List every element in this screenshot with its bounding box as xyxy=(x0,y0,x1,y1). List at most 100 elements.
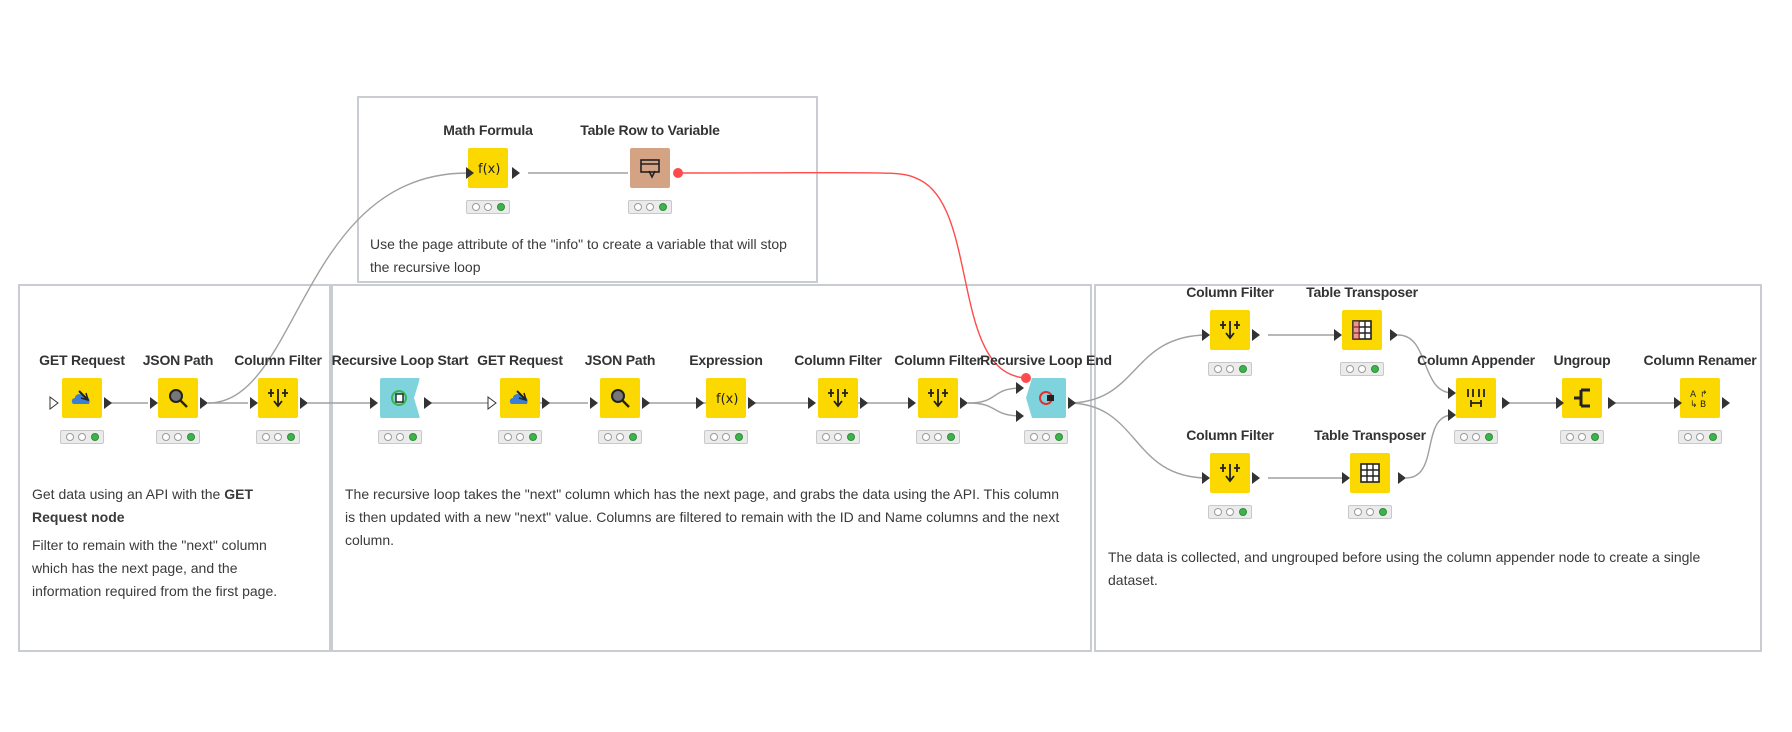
connection xyxy=(967,387,1023,404)
node-title: Table Transposer xyxy=(1306,284,1418,300)
ungroup-icon[interactable] xyxy=(1562,378,1602,418)
node-status xyxy=(1348,505,1392,519)
node-status xyxy=(628,200,672,214)
get-request-icon[interactable] xyxy=(500,378,540,418)
node-status xyxy=(598,430,642,444)
table-row-to-variable-icon[interactable] xyxy=(630,148,670,188)
svg-text:↳: ↳ xyxy=(1690,400,1698,410)
node-status xyxy=(256,430,300,444)
connection xyxy=(1067,402,1209,479)
variable-port-out xyxy=(673,168,683,178)
node-status xyxy=(916,430,960,444)
node-json-path-1[interactable]: JSON Path xyxy=(118,352,238,462)
node-column-appender[interactable]: Column Appender xyxy=(1416,352,1536,462)
json-path-icon[interactable] xyxy=(158,378,198,418)
annotation-loop-box[interactable] xyxy=(331,284,1092,652)
node-table-transposer-1[interactable]: Table Transposer xyxy=(1302,284,1422,394)
node-title: Ungroup xyxy=(1553,352,1611,368)
column-filter-icon[interactable] xyxy=(258,378,298,418)
node-title: Column Filter xyxy=(894,352,982,368)
node-title: Column Filter xyxy=(1186,427,1274,443)
node-column-filter-5[interactable]: Column Filter xyxy=(1170,427,1290,537)
annotation-variable-text: Use the page attribute of the "info" to … xyxy=(370,236,787,275)
node-status xyxy=(60,430,104,444)
svg-text:↱: ↱ xyxy=(1700,390,1708,400)
node-status xyxy=(1678,430,1722,444)
node-status xyxy=(1208,505,1252,519)
table-transposer-icon[interactable] xyxy=(1342,310,1382,350)
node-title: Column Filter xyxy=(234,352,322,368)
node-get-request-1[interactable]: GET Request xyxy=(22,352,142,462)
table-transposer-icon[interactable] xyxy=(1350,453,1390,493)
loop-end-icon[interactable] xyxy=(1026,378,1066,418)
connection xyxy=(207,172,469,404)
node-expression[interactable]: Expression f(x) xyxy=(666,352,786,462)
column-appender-icon[interactable] xyxy=(1456,378,1496,418)
expression-icon[interactable]: f(x) xyxy=(706,378,746,418)
node-status xyxy=(156,430,200,444)
node-title: Column Filter xyxy=(1186,284,1274,300)
node-column-filter-2[interactable]: Column Filter xyxy=(778,352,898,462)
annotation-first-page-text: Get data using an API with the GET Reque… xyxy=(32,486,278,599)
annotation-collect-box[interactable] xyxy=(1094,284,1762,652)
node-get-request-2[interactable]: GET Request xyxy=(460,352,580,462)
node-column-renamer[interactable]: Column Renamer A↱↳B xyxy=(1640,352,1760,462)
node-title: Table Row to Variable xyxy=(580,122,720,138)
node-status xyxy=(1208,362,1252,376)
node-status xyxy=(816,430,860,444)
node-title: GET Request xyxy=(39,352,125,368)
column-renamer-icon[interactable]: A↱↳B xyxy=(1680,378,1720,418)
svg-text:f(x): f(x) xyxy=(716,392,738,407)
node-title: JSON Path xyxy=(584,352,656,368)
node-recursive-loop-start[interactable]: Recursive Loop Start xyxy=(332,352,469,462)
node-column-filter-1[interactable]: Column Filter xyxy=(218,352,338,462)
node-status xyxy=(466,200,510,214)
node-column-filter-3[interactable]: Column Filter xyxy=(878,352,998,462)
node-status xyxy=(1340,362,1384,376)
node-title: Column Filter xyxy=(794,352,882,368)
node-table-row-to-variable[interactable]: Table Row to Variable xyxy=(580,122,720,232)
annotation-loop-text: The recursive loop takes the "next" colu… xyxy=(345,486,1060,548)
node-title: Column Appender xyxy=(1417,352,1535,368)
node-status xyxy=(378,430,422,444)
connection xyxy=(1067,334,1209,404)
node-status xyxy=(498,430,542,444)
node-json-path-2[interactable]: JSON Path xyxy=(560,352,680,462)
column-filter-icon[interactable] xyxy=(918,378,958,418)
node-title: Table Transposer xyxy=(1314,427,1426,443)
node-status xyxy=(1560,430,1604,444)
variable-connection xyxy=(677,171,1031,379)
node-title: Recursive Loop Start xyxy=(331,352,469,368)
node-title: JSON Path xyxy=(142,352,214,368)
column-filter-icon[interactable] xyxy=(1210,310,1250,350)
column-filter-icon[interactable] xyxy=(1210,453,1250,493)
json-path-icon[interactable] xyxy=(600,378,640,418)
annotation-collect-text: The data is collected, and ungrouped bef… xyxy=(1108,549,1701,588)
loop-start-icon[interactable] xyxy=(380,378,420,418)
node-title: Recursive Loop End xyxy=(980,352,1112,368)
variable-port-in xyxy=(1021,373,1031,383)
node-title: GET Request xyxy=(477,352,563,368)
node-recursive-loop-end[interactable]: Recursive Loop End xyxy=(980,352,1112,462)
column-filter-icon[interactable] xyxy=(818,378,858,418)
node-status xyxy=(1454,430,1498,444)
node-ungroup[interactable]: Ungroup xyxy=(1522,352,1642,462)
annotation-variable-box[interactable] xyxy=(357,96,818,283)
connection xyxy=(1397,334,1454,394)
math-formula-icon[interactable]: f(x) xyxy=(468,148,508,188)
node-title: Expression xyxy=(689,352,763,368)
svg-text:A: A xyxy=(1690,390,1697,400)
node-title: Math Formula xyxy=(443,122,533,138)
get-request-icon[interactable] xyxy=(62,378,102,418)
svg-text:B: B xyxy=(1700,400,1706,410)
connection xyxy=(1405,414,1454,479)
annotation-first-page-box[interactable] xyxy=(18,284,331,652)
node-math-formula[interactable]: Math Formula f(x) xyxy=(428,122,548,232)
node-table-transposer-2[interactable]: Table Transposer xyxy=(1310,427,1430,537)
node-status xyxy=(704,430,748,444)
node-column-filter-4[interactable]: Column Filter xyxy=(1170,284,1290,394)
svg-text:f(x): f(x) xyxy=(478,162,500,177)
connection xyxy=(967,402,1023,417)
